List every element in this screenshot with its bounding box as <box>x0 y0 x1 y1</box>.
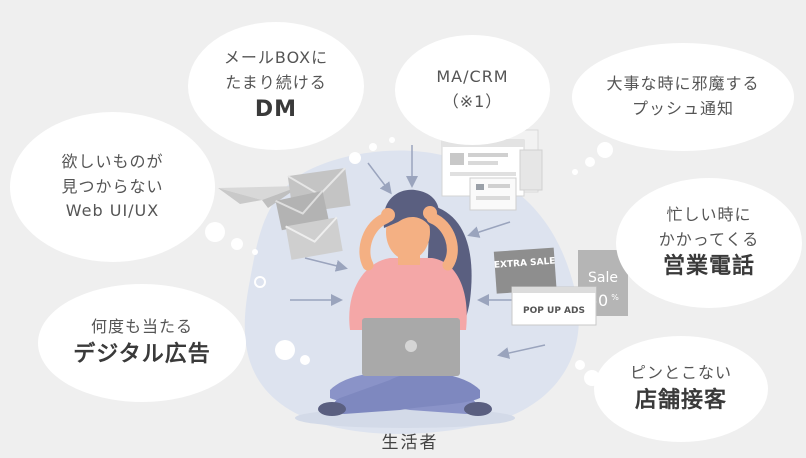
phone-emphasis: 営業電話 <box>662 254 755 280</box>
bubble-ma-crm: MA/CRM （※1） <box>395 35 550 145</box>
popup-ads-text: POP UP ADS <box>523 306 585 316</box>
percent-suffix-text: % <box>611 293 619 302</box>
dm-emphasis: DM <box>254 97 298 123</box>
push-line2: プッシュ通知 <box>631 99 734 118</box>
push-line1: 大事な時に邪魔する <box>606 74 760 94</box>
phone-line2: かかってくる <box>658 229 760 249</box>
bubble-store-service: ピンとこない 店舗接客 <box>594 336 768 442</box>
decorative-dots <box>205 137 620 386</box>
bubble-digital-ads: 何度も当たる デジタル広告 <box>38 284 246 402</box>
extra-sale-text: EXTRA SALE <box>494 257 556 271</box>
laptop-icon <box>362 318 460 376</box>
sale-text: Sale <box>588 270 618 286</box>
bubble-sales-call: 忙しい時に かかってくる 営業電話 <box>616 178 802 308</box>
ads-emphasis: デジタル広告 <box>73 342 211 367</box>
dm-line2: たまり続ける <box>225 72 327 92</box>
store-line1: ピンとこない <box>629 363 732 383</box>
bubble-dm: メールBOXに たまり続ける DM <box>188 22 364 150</box>
web-line3: Web UI/UX <box>65 201 160 221</box>
bubble-push-notification: 大事な時に邪魔する プッシュ通知 <box>572 43 794 151</box>
ad-cards: EXTRA SALE Sale 50 % POP UP ADS <box>494 247 628 326</box>
stressed-person <box>318 189 492 416</box>
web-line1: 欲しいものが <box>61 151 164 171</box>
ma-line1: MA/CRM <box>436 67 509 87</box>
phone-line1: 忙しい時に <box>666 204 752 224</box>
web-line2: 見つからない <box>61 176 164 196</box>
dm-line1: メールBOXに <box>223 47 329 67</box>
ma-line2: （※1） <box>442 92 503 111</box>
ads-line1: 何度も当たる <box>90 317 193 337</box>
bubble-web-ui: 欲しいものが 見つからない Web UI/UX <box>10 112 215 262</box>
consumer-label: 生活者 <box>381 433 439 453</box>
envelope-icon <box>275 167 351 260</box>
store-emphasis: 店舗接客 <box>634 388 727 413</box>
